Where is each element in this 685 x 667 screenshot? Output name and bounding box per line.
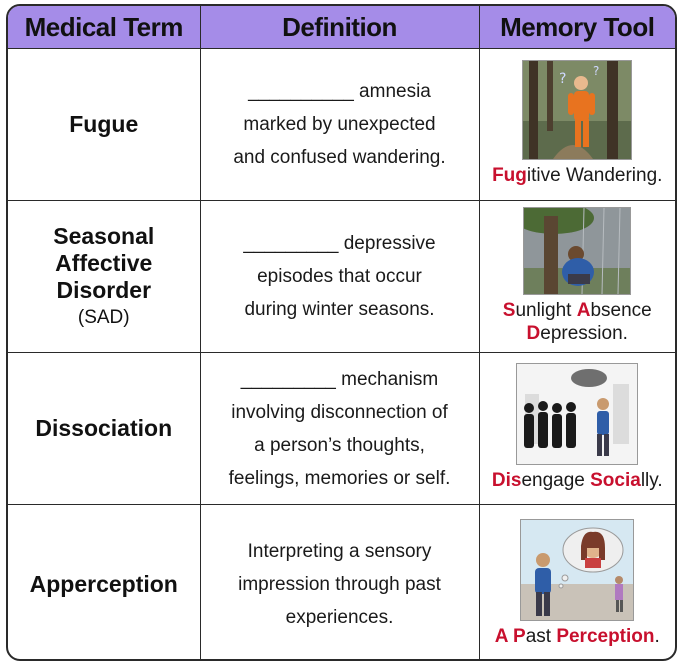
mnemonic-plain: ast: [525, 625, 557, 647]
mnemonic-line: A Past Perception.: [482, 625, 674, 648]
term-name: Seasonal Affective Disorder: [53, 222, 155, 303]
memory-tool-cell: A Past Perception.: [478, 504, 675, 659]
term-abbreviation: (SAD): [77, 306, 130, 328]
definition-line: involving disconnection of: [231, 401, 448, 423]
definition-line: a person’s thoughts,: [254, 434, 425, 456]
definition-line: _________ depressive: [243, 233, 436, 254]
mnemonic-highlight: A: [494, 625, 513, 647]
definition-line: marked by unexpected: [243, 114, 436, 135]
mnemonic-highlight: A: [576, 299, 591, 321]
definition-cell: _________ depressive episodes that occur…: [199, 200, 480, 353]
term-cell: Dissociation: [8, 352, 201, 505]
definition-line: __________ amnesia: [248, 81, 431, 102]
table-row: Apperception Interpreting a sensory impr…: [8, 504, 675, 659]
term-cell: Fugue: [8, 48, 201, 201]
mnemonic-line: Fugitive Wandering.: [482, 164, 674, 187]
mnemonic-line: Sunlight Absence: [482, 299, 674, 322]
mnemonic-plain: epression.: [540, 322, 628, 344]
header-row: Medical Term Definition Memory Tool: [8, 6, 675, 49]
mnemonic-line: Depression.: [482, 322, 674, 345]
header-medical-term: Medical Term: [8, 6, 201, 49]
definition-line: during winter seasons.: [244, 299, 435, 320]
mnemonic-highlight: S: [502, 299, 516, 321]
table-row: Dissociation _________ mechanism involvi…: [8, 352, 675, 505]
svg-text:?: ?: [593, 64, 599, 78]
mnemonic-highlight: D: [526, 322, 541, 344]
definition-line: and confused wandering.: [233, 147, 446, 168]
mnemonic-highlight: Fug: [492, 165, 527, 186]
term-name: Apperception: [29, 570, 178, 597]
definition-line: episodes that occur: [257, 266, 422, 287]
header-definition: Definition: [199, 6, 480, 49]
term-cell: Apperception: [8, 504, 201, 659]
definition-cell: __________ amnesia marked by unexpected …: [199, 48, 480, 201]
definition-cell: Interpreting a sensory impression throug…: [199, 504, 480, 659]
definition-cell: _________ mechanism involving disconnect…: [199, 352, 480, 505]
mnemonic-plain: engage: [521, 470, 591, 491]
definition-line: _________ mechanism: [240, 368, 439, 390]
definition-line: impression through past: [238, 573, 441, 595]
man-walking-away-from-crowd-icon: [516, 363, 639, 465]
man-wandering-lost-in-forest-icon: ? ?: [522, 60, 633, 160]
mnemonic-highlight: P: [513, 625, 526, 647]
mnemonic-highlight: Dis: [491, 470, 522, 491]
memory-tool-cell: ? ? Fugitive Wandering.: [478, 48, 675, 201]
man-recalling-memory-icon: [520, 518, 635, 621]
mnemonic-plain: .: [654, 625, 660, 647]
definition-line: experiences.: [285, 606, 394, 628]
mnemonic-line: Disengage Socially.: [482, 469, 674, 492]
mnemonic-table-card: Medical Term Definition Memory Tool Fugu…: [6, 4, 677, 661]
mnemonic-plain: lly.: [640, 470, 663, 491]
svg-text:?: ?: [559, 71, 566, 87]
definition-line: feelings, memories or self.: [228, 467, 451, 489]
table-row: Seasonal Affective Disorder (SAD) ______…: [8, 200, 675, 353]
sad-person-under-tree-icon: [523, 206, 632, 295]
mnemonic-highlight: Perception: [556, 625, 655, 647]
mnemonic-plain: itive Wandering.: [526, 165, 663, 186]
memory-tool-cell: Disengage Socially.: [478, 352, 675, 505]
mnemonic-table: Medical Term Definition Memory Tool Fugu…: [8, 6, 675, 659]
header-memory-tool: Memory Tool: [478, 6, 675, 49]
memory-tool-cell: Sunlight Absence Depression.: [478, 200, 675, 353]
term-name: Dissociation: [35, 415, 173, 441]
table-row: Fugue __________ amnesia marked by unexp…: [8, 48, 675, 201]
definition-line: Interpreting a sensory: [247, 540, 432, 562]
mnemonic-highlight: Socia: [590, 470, 641, 491]
mnemonic-plain: bsence: [590, 299, 652, 321]
term-cell: Seasonal Affective Disorder (SAD): [8, 200, 201, 353]
mnemonic-plain: unlight: [515, 299, 577, 321]
term-name: Fugue: [69, 111, 139, 137]
